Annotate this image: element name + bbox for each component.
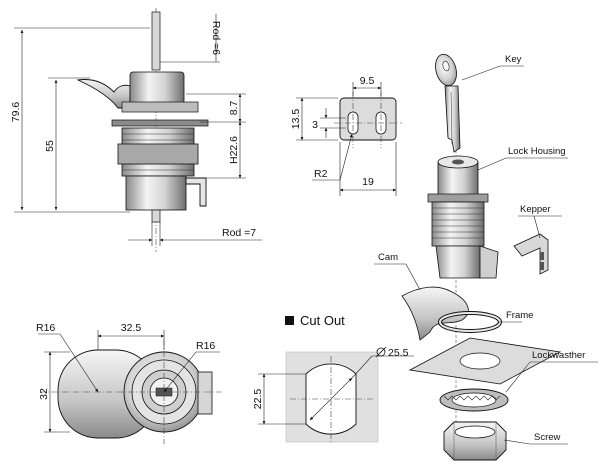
- dim-top-offset: 8.7: [228, 101, 240, 116]
- exploded-view: Key Lock Housing Kepper: [374, 53, 598, 461]
- dim-bottom-radius-left: R16: [36, 322, 55, 334]
- bottom-view: 32.5 R16 R16 32: [36, 322, 222, 444]
- washer-side: [111, 119, 209, 127]
- dim-cutout-height: 22.5: [252, 389, 264, 410]
- label-frame: Frame: [506, 310, 533, 321]
- kepper-part: [513, 233, 549, 275]
- cutout-view: Cut Out 25.5 22.5: [252, 313, 414, 443]
- cam-hook: [76, 79, 131, 109]
- dim-overall-height: 79.6: [10, 102, 22, 123]
- screw-nut-part: [443, 421, 507, 461]
- dim-cutout-diameter: 25.5: [388, 347, 409, 359]
- cam-plate: [121, 101, 199, 113]
- label-screw: Screw: [534, 432, 561, 443]
- diameter-symbol: [376, 347, 386, 357]
- dim-kepper-width: 9.5: [360, 75, 375, 87]
- dim-kepper-slot: 3: [312, 119, 318, 131]
- lower-body: [125, 175, 187, 211]
- dim-kepper-length: 19: [362, 176, 374, 188]
- label-lock-housing: Lock Housing: [508, 146, 566, 157]
- label-lockwasher: Lockwasther: [532, 350, 585, 361]
- dim-kepper-radius: R2: [314, 168, 328, 180]
- dim-frame-height: H22.6: [228, 136, 240, 164]
- dim-bottom-height: 32: [38, 388, 50, 400]
- label-cam: Cam: [378, 252, 398, 263]
- kepper-side: [185, 177, 207, 207]
- label-kepper: Kepper: [520, 204, 551, 215]
- lockwasher-part: [439, 388, 509, 412]
- label-key: Key: [505, 54, 522, 65]
- cam-part: [401, 286, 469, 341]
- nut-side: [117, 143, 199, 165]
- frame-plate-part: [408, 337, 562, 385]
- cutout-title: Cut Out: [300, 313, 345, 328]
- kepper-view: 9.5 13.5 3 R2 19: [290, 75, 402, 196]
- dim-rod-bottom: Rod =7: [222, 227, 256, 239]
- rod-top: [151, 11, 161, 71]
- dim-kepper-height: 13.5: [290, 109, 302, 130]
- side-view: 79.6 55 Rod =6 8.7 H22.6 Rod =7: [10, 8, 262, 252]
- dim-bottom-width: 32.5: [121, 322, 142, 334]
- housing-top: [129, 71, 185, 105]
- key-part: [435, 53, 461, 153]
- cutout-title-marker: [285, 316, 294, 325]
- dim-rod-top: Rod =6: [210, 21, 222, 55]
- lock-housing-part: [427, 155, 499, 279]
- dim-bottom-radius-right: R16: [196, 340, 215, 352]
- dim-body-height: 55: [44, 140, 56, 152]
